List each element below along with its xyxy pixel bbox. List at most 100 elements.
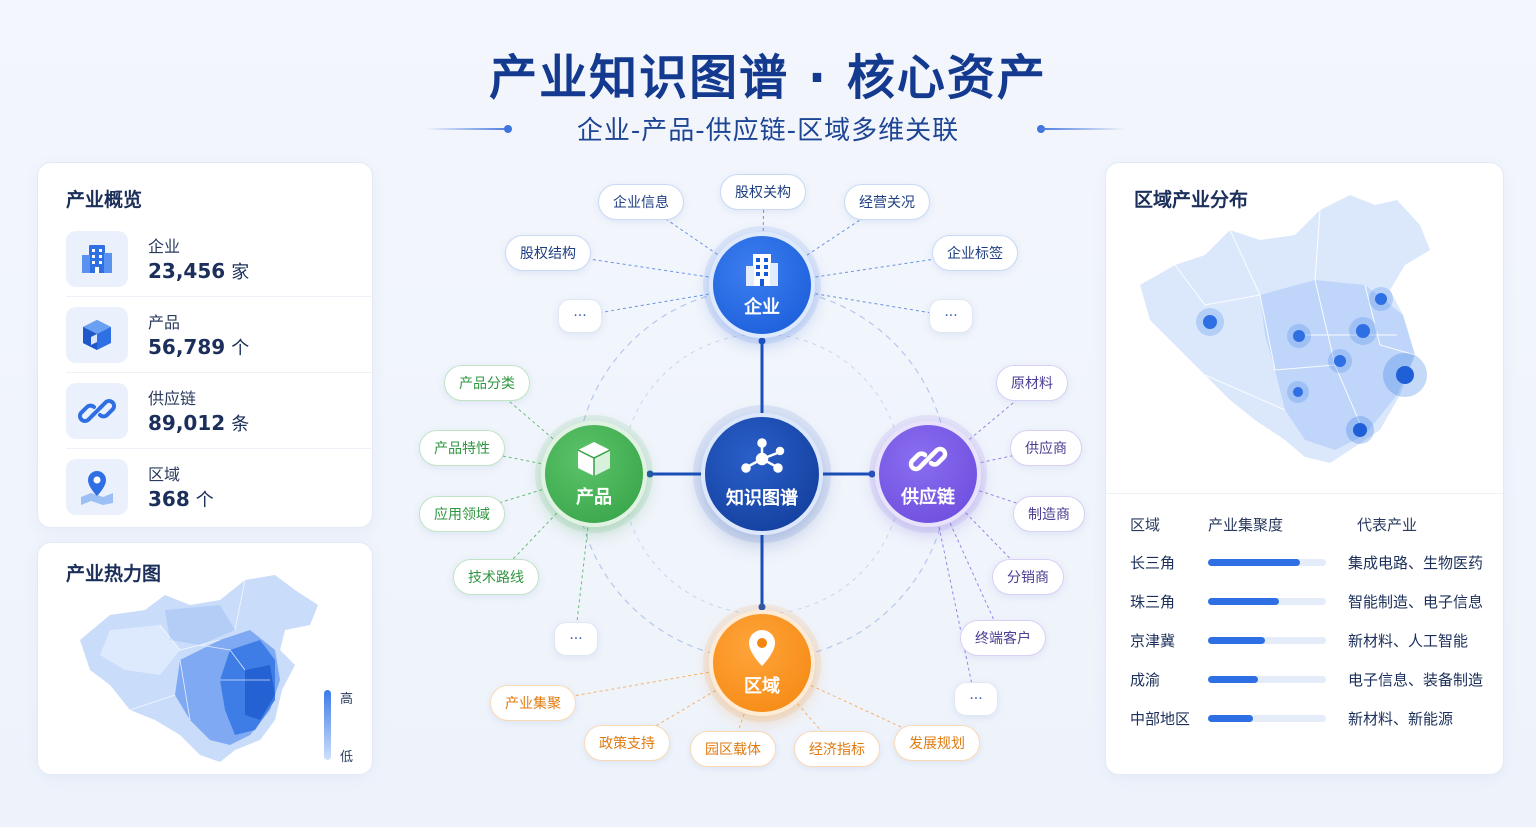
chip-more-bottom-right[interactable]: ··· bbox=[954, 682, 998, 716]
divider bbox=[66, 296, 384, 297]
chip-policy-support[interactable]: 政策支持 bbox=[584, 725, 670, 761]
region-row[interactable]: 长三角 集成电路、生物医药 bbox=[1130, 550, 1490, 574]
region-name: 珠三角 bbox=[1130, 593, 1176, 611]
region-col-industry: 代表产业 bbox=[1357, 516, 1418, 534]
divider bbox=[1106, 493, 1503, 494]
supply-chain-node-label: 供应链 bbox=[901, 487, 955, 508]
enterprise-node-label: 企业 bbox=[744, 297, 780, 318]
chip-operation-status[interactable]: 经营关况 bbox=[844, 184, 930, 220]
cluster-level-fill bbox=[1208, 598, 1279, 605]
product-node-label: 产品 bbox=[576, 487, 612, 508]
product-node[interactable]: 产品 bbox=[541, 421, 647, 527]
cluster-level-bar bbox=[1208, 715, 1326, 722]
cluster-level-bar bbox=[1208, 676, 1326, 683]
representative-industry: 新材料、人工智能 bbox=[1348, 632, 1469, 650]
region-row[interactable]: 成渝 电子信息、装备制造 bbox=[1130, 667, 1490, 691]
heat-point bbox=[1346, 416, 1374, 444]
subtitle-divider-right bbox=[1040, 128, 1125, 130]
heat-point bbox=[1287, 324, 1311, 348]
cluster-level-fill bbox=[1208, 637, 1265, 644]
center-node-label: 知识图谱 bbox=[726, 488, 798, 509]
china-distribution-map[interactable] bbox=[1135, 195, 1435, 475]
overview-label: 区域 bbox=[148, 465, 181, 484]
region-name: 成渝 bbox=[1130, 671, 1161, 689]
box-icon bbox=[66, 307, 128, 363]
chip-equity-structure[interactable]: 股权结构 bbox=[505, 235, 591, 271]
link-icon bbox=[908, 446, 948, 472]
building-icon bbox=[746, 254, 778, 286]
chip-end-customer[interactable]: 终端客户 bbox=[960, 620, 1046, 656]
chip-product-feature[interactable]: 产品特性 bbox=[419, 430, 505, 466]
region-col-level: 产业集聚度 bbox=[1208, 516, 1284, 534]
region-name: 长三角 bbox=[1130, 554, 1176, 572]
link-icon bbox=[66, 383, 128, 439]
cluster-level-bar bbox=[1208, 598, 1326, 605]
region-row[interactable]: 珠三角 智能制造、电子信息 bbox=[1130, 589, 1490, 613]
overview-label: 产品 bbox=[148, 313, 181, 332]
chip-raw-material[interactable]: 原材料 bbox=[996, 365, 1068, 401]
chip-development-plan[interactable]: 发展规划 bbox=[894, 725, 980, 761]
representative-industry: 智能制造、电子信息 bbox=[1348, 593, 1484, 611]
region-panel: 区域产业分布 bbox=[1105, 162, 1504, 775]
divider bbox=[66, 448, 384, 449]
cluster-level-fill bbox=[1208, 715, 1253, 722]
region-row[interactable]: 中部地区新材料、新能源 bbox=[1130, 706, 1490, 730]
spoke-end-dot bbox=[758, 337, 766, 345]
cluster-level-fill bbox=[1208, 559, 1300, 566]
page-title: 产业知识图谱 · 核心资产 bbox=[489, 50, 1047, 106]
heat-point bbox=[1287, 381, 1309, 403]
chip-product-category[interactable]: 产品分类 bbox=[444, 365, 530, 401]
subtitle-divider-left bbox=[425, 128, 510, 130]
cluster-level-fill bbox=[1208, 676, 1258, 683]
heatmap-title: 产业热力图 bbox=[66, 563, 162, 585]
representative-industry: 电子信息、装备制造 bbox=[1348, 671, 1484, 689]
chip-more-top-right[interactable]: ··· bbox=[929, 299, 973, 333]
heat-point bbox=[1369, 287, 1393, 311]
region-name: 京津冀 bbox=[1130, 632, 1176, 650]
cluster-level-bar bbox=[1208, 559, 1326, 566]
divider bbox=[66, 372, 384, 373]
chip-manufacturer[interactable]: 制造商 bbox=[1013, 496, 1085, 532]
chip-more-bottom-left[interactable]: ··· bbox=[554, 622, 598, 656]
region-row[interactable]: 京津冀 新材料、人工智能 bbox=[1130, 628, 1490, 652]
heat-point bbox=[1349, 317, 1377, 345]
region-node[interactable]: 区域 bbox=[709, 610, 815, 716]
chip-application-field[interactable]: 应用领域 bbox=[419, 496, 505, 532]
chip-tech-route[interactable]: 技术路线 bbox=[453, 559, 539, 595]
chip-industry-cluster[interactable]: 产业集聚 bbox=[490, 685, 576, 721]
overview-label: 供应链 bbox=[148, 389, 197, 408]
chip-enterprise-info[interactable]: 企业信息 bbox=[598, 184, 684, 220]
spoke-end-dot bbox=[646, 470, 654, 478]
enterprise-node[interactable]: 企业 bbox=[709, 232, 815, 338]
chip-more-top-left[interactable]: ··· bbox=[558, 299, 602, 333]
knowledge-graph-center-node[interactable]: 知识图谱 bbox=[701, 413, 823, 535]
page-subtitle: 企业-产品-供应链-区域多维关联 bbox=[576, 116, 960, 146]
chip-equity-relation[interactable]: 股权关构 bbox=[720, 174, 806, 210]
china-heatmap[interactable] bbox=[70, 570, 320, 770]
chip-enterprise-tag[interactable]: 企业标签 bbox=[932, 235, 1018, 271]
chip-distributor[interactable]: 分销商 bbox=[992, 559, 1064, 595]
representative-industry: 新材料、新能源 bbox=[1348, 710, 1454, 728]
chip-park-carrier[interactable]: 园区载体 bbox=[690, 731, 776, 767]
network-icon bbox=[741, 438, 785, 473]
heat-point bbox=[1196, 308, 1224, 336]
map-pin-icon bbox=[66, 459, 128, 515]
supply-chain-node[interactable]: 供应链 bbox=[875, 421, 981, 527]
chip-economic-indicator[interactable]: 经济指标 bbox=[794, 731, 880, 767]
region-panel-title: 区域产业分布 bbox=[1134, 189, 1249, 211]
heatmap-legend-low: 低 bbox=[340, 750, 354, 765]
overview-label: 企业 bbox=[148, 237, 181, 256]
box-icon bbox=[577, 442, 611, 476]
chip-supplier[interactable]: 供应商 bbox=[1010, 430, 1082, 466]
representative-industry: 集成电路、生物医药 bbox=[1348, 554, 1484, 572]
heatmap-legend-high: 高 bbox=[340, 692, 354, 707]
overview-title: 产业概览 bbox=[66, 189, 143, 211]
